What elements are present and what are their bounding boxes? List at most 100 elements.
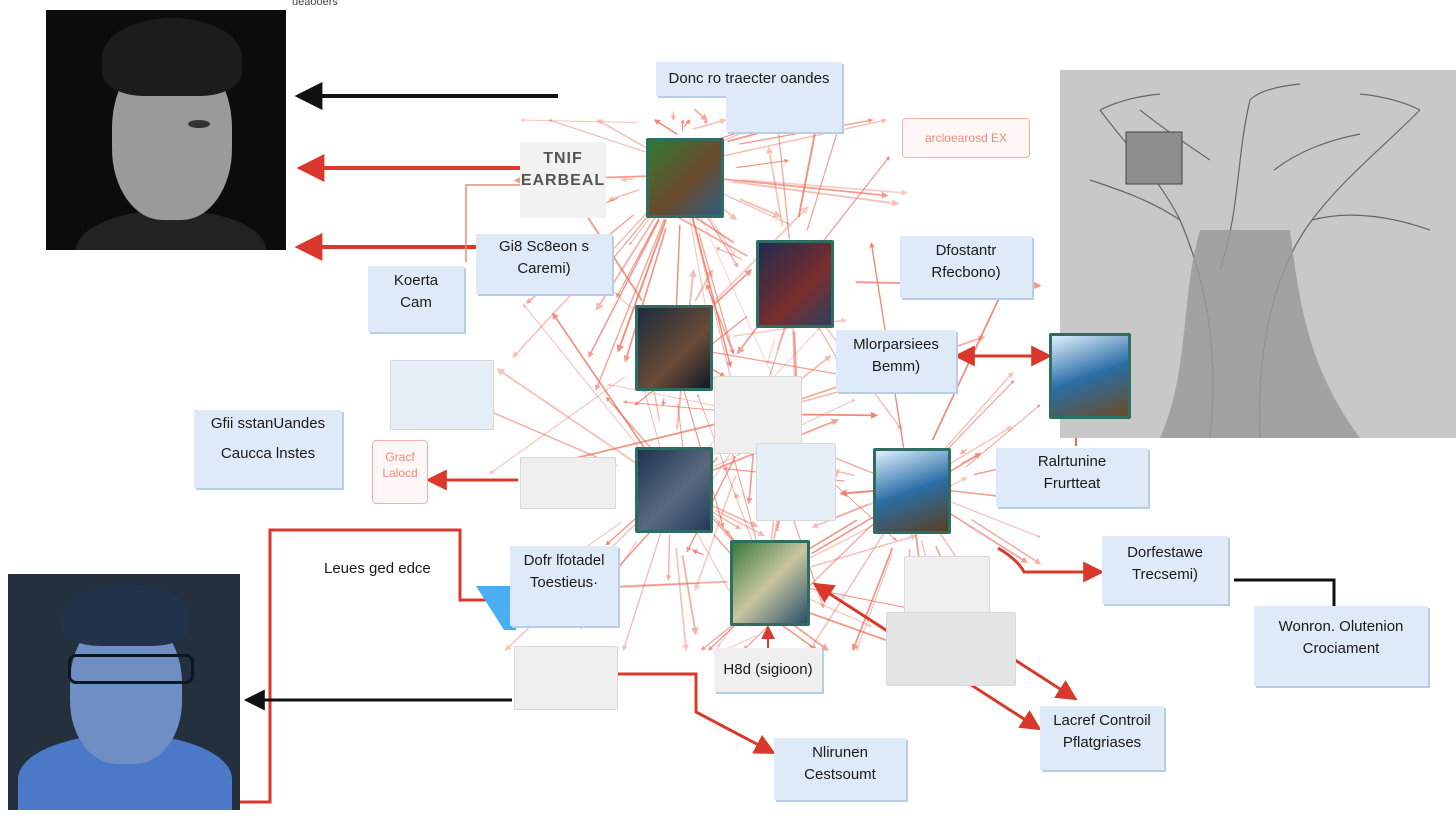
web-connection-line: [653, 119, 678, 135]
web-connection-line: [766, 339, 775, 365]
web-connection-line: [488, 410, 618, 467]
web-connection-line: [717, 118, 887, 158]
web-connection-line: [832, 468, 855, 477]
web-connection-line: [965, 404, 1041, 468]
web-connection-line: [696, 393, 755, 545]
main-arrows: [240, 82, 1336, 804]
corner-text: ueaooers: [292, 0, 338, 8]
web-connection-line: [810, 534, 917, 568]
web-connection-line: [710, 510, 742, 530]
web-connection-line: [588, 219, 660, 358]
web-connection-line: [622, 400, 726, 412]
web-connection-line: [641, 383, 664, 458]
image-tile-red-tree: [756, 240, 834, 328]
arrow-to-nirunen: [618, 672, 776, 754]
web-connection-line: [948, 500, 1041, 538]
web-connection-line: [739, 198, 782, 218]
web-connection-line: [799, 411, 879, 419]
image-tile-grey-figure: [756, 443, 836, 521]
web-connection-line: [694, 268, 714, 302]
web-connection-line: [681, 555, 699, 636]
web-connection-line: [741, 179, 908, 196]
web-connection-line: [693, 108, 708, 121]
web-connection-line: [718, 177, 889, 199]
image-tile-grey-upper-left: [390, 360, 494, 430]
web-connection-line: [694, 475, 737, 592]
web-connection-line: [715, 190, 790, 225]
portrait-photo-top: [46, 10, 286, 250]
image-tile-grey-left: [520, 457, 616, 509]
web-connection-line: [946, 380, 1015, 450]
web-connection-line: [936, 504, 1028, 563]
label-leves-gededce: Leues ged edce: [324, 560, 431, 577]
web-connection-line: [602, 580, 728, 591]
image-tile-grey-bottom: [514, 646, 618, 710]
web-connection-line: [607, 189, 640, 202]
web-connection-line: [692, 118, 727, 130]
connector-to-workroon: [1234, 578, 1336, 606]
web-connection-line: [616, 219, 667, 353]
image-tile-blue-tree: [635, 447, 713, 533]
image-tile-grey-sketch-2: [886, 612, 1016, 686]
web-connection-line: [811, 502, 873, 529]
web-connection-line: [823, 156, 890, 242]
web-connection-line: [714, 509, 765, 537]
glasses-icon: [68, 654, 194, 684]
web-connection-line: [732, 180, 900, 207]
web-connection-line: [620, 176, 634, 183]
web-connection-line: [705, 283, 735, 354]
web-connection-line: [839, 489, 874, 497]
web-connection-line: [797, 118, 821, 218]
web-connection-line: [960, 455, 978, 464]
web-connection-line: [520, 117, 637, 124]
web-connection-line: [970, 518, 1042, 565]
label-top-center-tail: [726, 96, 842, 132]
web-connection-line: [806, 119, 843, 231]
web-connection-line: [607, 383, 718, 407]
web-connection-line: [622, 522, 665, 652]
portrait-photo-bottom: [8, 574, 240, 810]
web-connection-line: [689, 209, 733, 368]
connector-bottom-photo: [240, 528, 512, 804]
web-connection-line: [714, 269, 753, 305]
bracket-tmp-stamp: [465, 184, 528, 262]
web-connection-line: [665, 534, 672, 581]
web-connection-line: [595, 218, 666, 391]
web-connection-line: [683, 119, 691, 128]
image-tile-dark-tree: [635, 305, 713, 391]
web-connection-line: [548, 119, 646, 153]
web-connection-line: [552, 312, 651, 457]
web-connection-line: [522, 303, 642, 451]
web-connection-line: [710, 368, 726, 378]
image-tile-ocean-center: [873, 448, 951, 534]
web-connection-line: [616, 204, 667, 298]
web-connection-line: [691, 549, 704, 556]
label-hid-sigiron: H8d (sigioon): [714, 648, 822, 692]
image-tile-grey-sketch-1: [904, 556, 990, 614]
image-tile-forest-green: [646, 138, 724, 218]
web-connection-line: [623, 228, 667, 363]
image-tile-forest-light: [730, 540, 810, 626]
web-connection-line: [774, 118, 791, 239]
arrow-to-dorfestawe: [997, 546, 1105, 583]
web-connection-line: [707, 503, 759, 528]
web-connection-line: [675, 547, 689, 652]
web-connection-line: [661, 398, 666, 406]
web-connection-line: [698, 212, 785, 404]
web-connection-line: [489, 376, 626, 474]
web-connection-line: [596, 119, 655, 154]
web-connection-line: [932, 371, 1014, 463]
faint-label-top-right: arcloearosd EX: [902, 118, 1030, 158]
